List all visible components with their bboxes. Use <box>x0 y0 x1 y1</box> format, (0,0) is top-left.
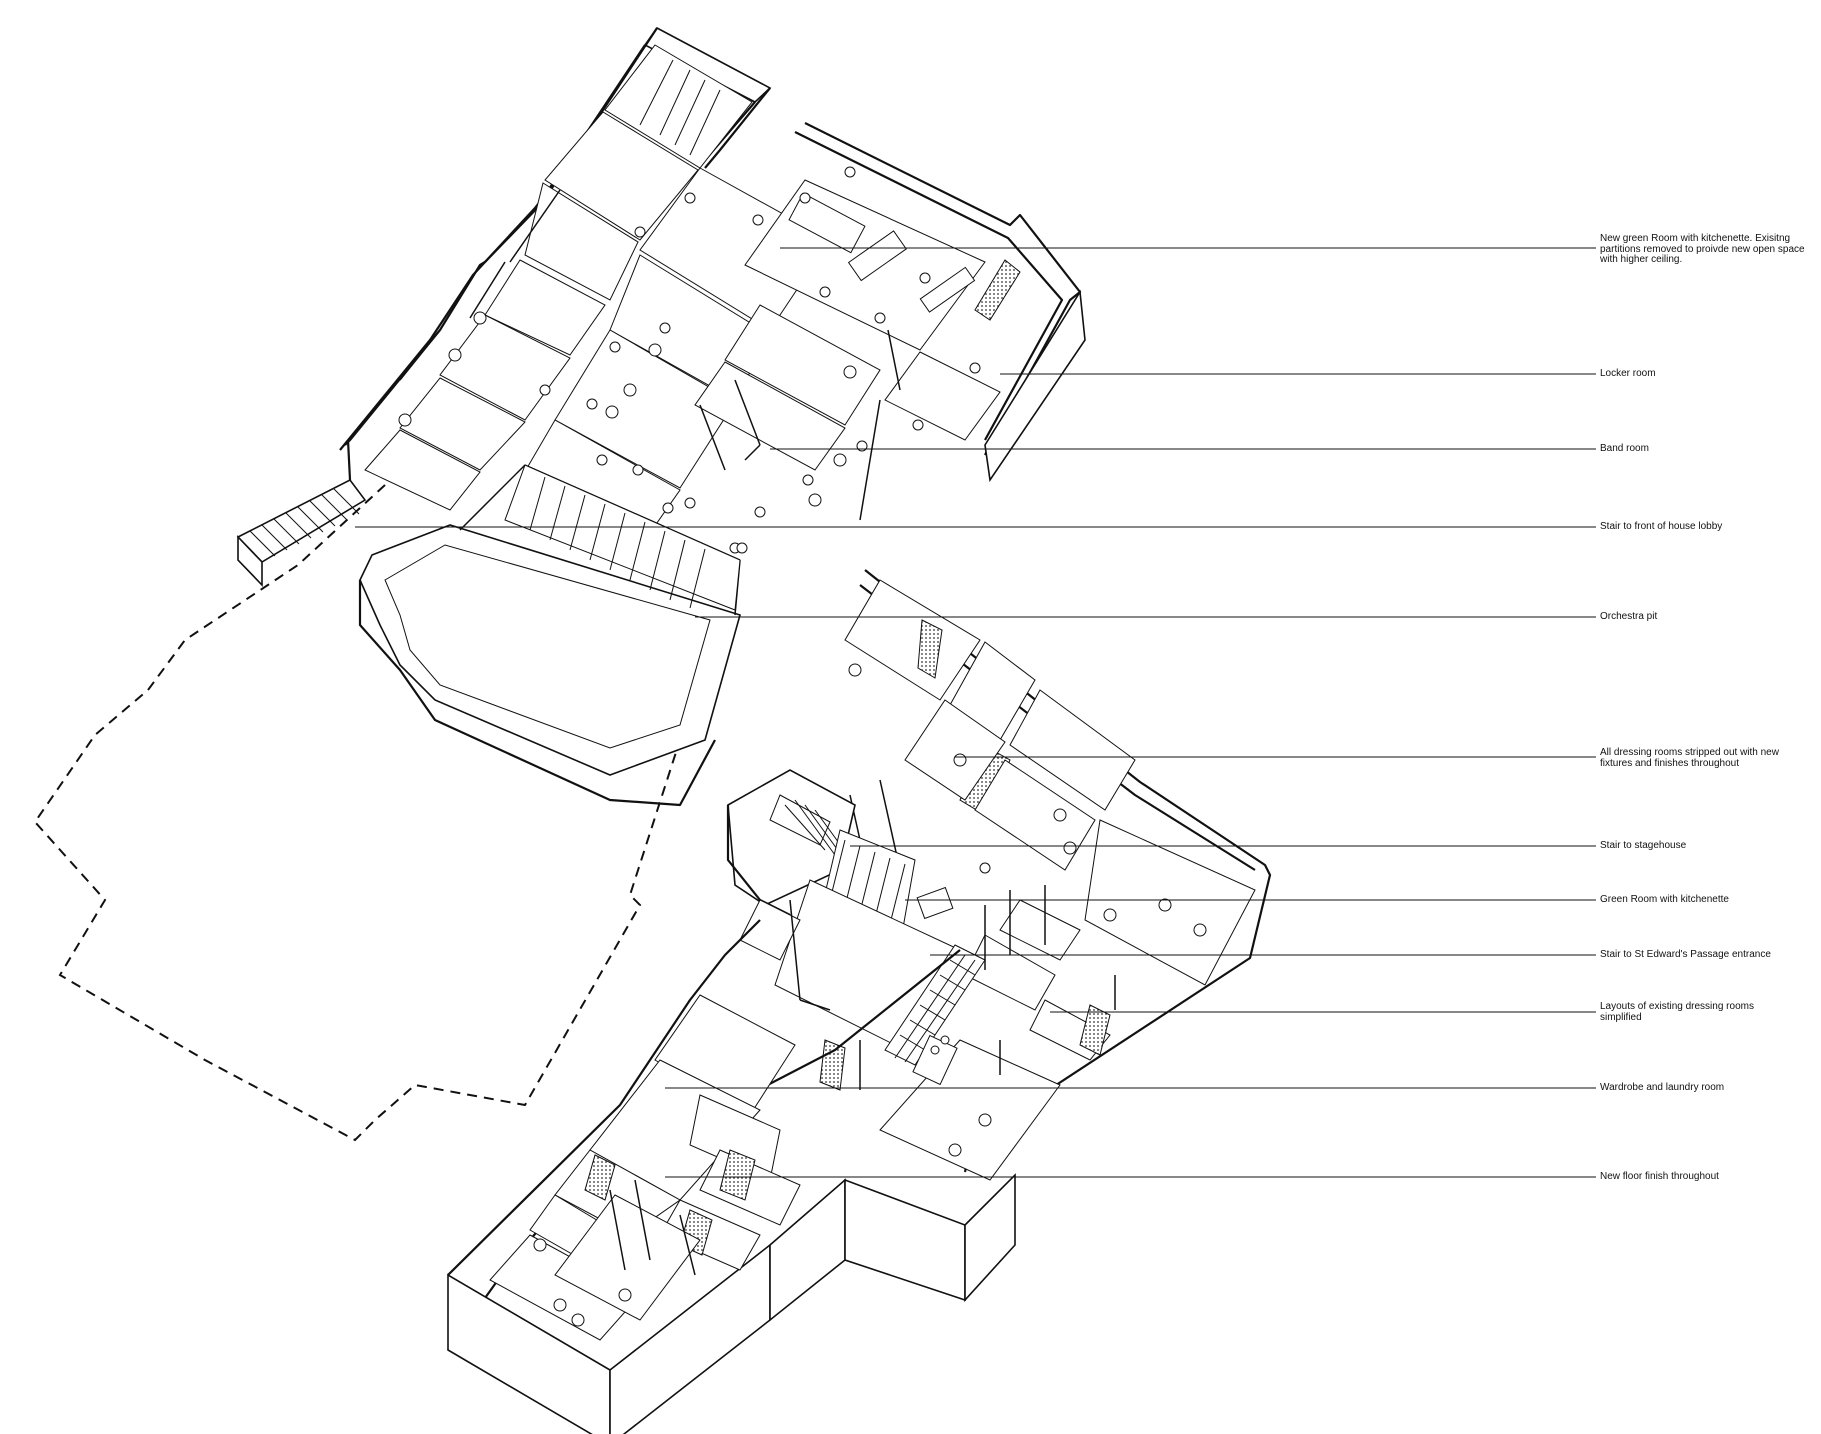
callout-floor-finish: New floor finish throughout <box>1600 1171 1719 1182</box>
callout-orchestra-pit: Orchestra pit <box>1600 611 1658 622</box>
callout-stair-st-edwards: Stair to St Edward's Passage entrance <box>1600 949 1771 960</box>
callout-layouts-simplified: Layouts of existing dressing rooms simpl… <box>1600 1001 1754 1023</box>
orchestra-pit <box>360 465 740 805</box>
callout-dressing-rooms: All dressing rooms stripped out with new… <box>1600 747 1779 769</box>
chair-icons <box>399 312 1206 1326</box>
north-wing <box>340 28 1085 540</box>
callout-locker-room: Locker room <box>1600 368 1656 379</box>
leader-lines <box>355 248 1596 1177</box>
callout-green-room: Green Room with kitchenette <box>1600 894 1729 905</box>
callout-band-room: Band room <box>1600 443 1649 454</box>
callout-stair-stagehouse: Stair to stagehouse <box>1600 840 1687 851</box>
callout-wardrobe: Wardrobe and laundry room <box>1600 1082 1725 1093</box>
south-wing <box>448 920 1015 1434</box>
wardrobe-laundry-room <box>820 1036 1060 1180</box>
auditorium-outline <box>35 485 725 1140</box>
stair-front-of-house <box>238 440 365 585</box>
callout-new-green-room: New green Room with kitchenette. Exisitn… <box>1600 233 1805 265</box>
callout-stair-foh: Stair to front of house lobby <box>1600 521 1723 532</box>
stair-stagehouse <box>728 770 915 945</box>
